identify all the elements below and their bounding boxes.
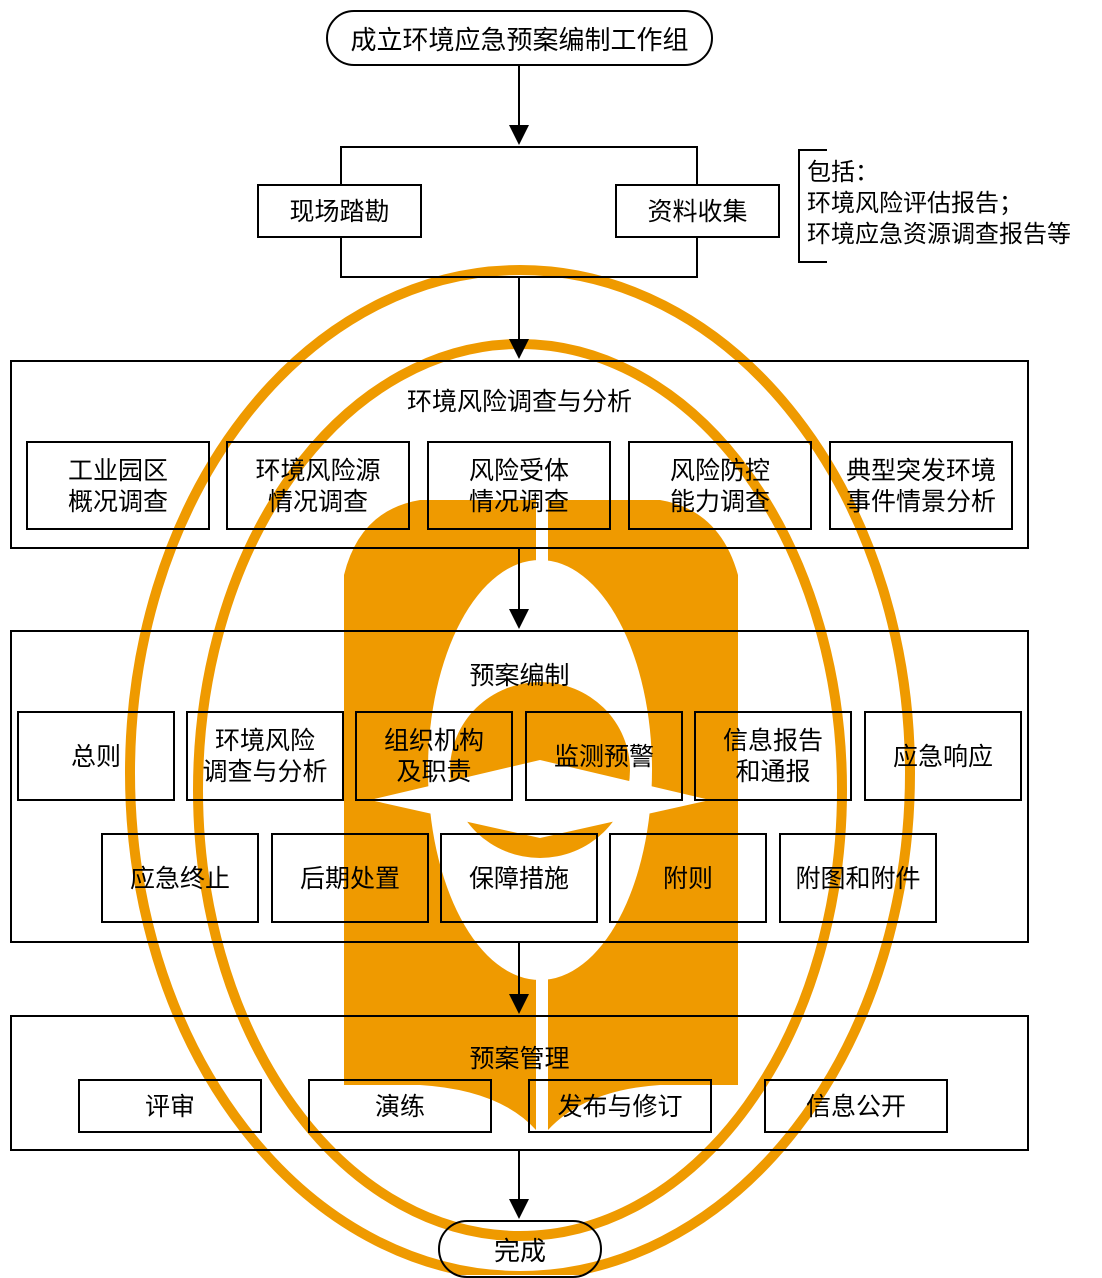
plan-item: 附图和附件 [779,833,937,923]
plan-item-label: 附则 [662,863,713,893]
plan-management-section: 预案管理 [10,1015,1029,1151]
plan-item: 监测预警 [525,711,683,801]
data-collection-box: 资料收集 [615,184,780,238]
plan-item-label: 应急终止 [129,863,230,893]
data-collection-note: 包括： 环境风险评估报告； 环境应急资源调查报告等 [807,158,1071,248]
risk-item: 环境风险源 情况调查 [226,441,410,530]
risk-analysis-title: 环境风险调查与分析 [406,387,632,416]
plan-item: 组织机构 及职责 [355,711,513,801]
plan-item: 应急终止 [101,833,259,923]
plan-item-label: 保障措施 [468,863,569,893]
site-survey-label: 现场踏勘 [289,196,390,226]
plan-item-label: 应急响应 [892,741,993,771]
plan-management-title: 预案管理 [469,1044,570,1073]
plan-compilation-section: 预案编制 [10,630,1029,943]
risk-item-label: 工业园区 概况调查 [67,455,168,516]
mgmt-item: 信息公开 [764,1079,948,1133]
risk-item-label: 风险受体 情况调查 [468,455,569,516]
risk-item: 风险防控 能力调查 [628,441,812,530]
plan-item-label: 环境风险 调查与分析 [202,726,328,786]
risk-item-label: 风险防控 能力调查 [669,455,770,516]
plan-item-label: 总则 [70,741,121,771]
risk-analysis-section: 环境风险调查与分析 [10,360,1029,549]
plan-compilation-title: 预案编制 [469,661,570,690]
mgmt-item: 评审 [78,1079,262,1133]
plan-item-label: 组织机构 及职责 [383,726,484,786]
plan-item: 应急响应 [864,711,1022,801]
plan-item: 环境风险 调查与分析 [186,711,344,801]
plan-item-label: 信息报告 和通报 [722,726,823,786]
plan-item-label: 监测预警 [553,741,654,771]
risk-item: 典型突发环境 事件情景分析 [829,441,1013,530]
end-label: 完成 [493,1236,546,1267]
plan-item: 总则 [17,711,175,801]
risk-item: 风险受体 情况调查 [427,441,611,530]
risk-item: 工业园区 概况调查 [26,441,210,530]
mgmt-item-label: 评审 [144,1091,195,1121]
plan-item: 后期处置 [271,833,429,923]
risk-item-label: 典型突发环境 事件情景分析 [845,455,996,516]
plan-item: 保障措施 [440,833,598,923]
mgmt-item-label: 发布与修订 [557,1091,683,1121]
mgmt-item: 发布与修订 [528,1079,712,1133]
start-node: 成立环境应急预案编制工作组 [326,10,713,66]
end-node: 完成 [438,1220,602,1278]
plan-item: 附则 [609,833,767,923]
start-label: 成立环境应急预案编制工作组 [350,25,689,56]
mgmt-item: 演练 [308,1079,492,1133]
plan-item: 信息报告 和通报 [694,711,852,801]
mgmt-item-label: 演练 [374,1091,425,1121]
mgmt-item-label: 信息公开 [805,1091,906,1121]
plan-item-label: 后期处置 [299,863,400,893]
data-collection-label: 资料收集 [647,196,748,226]
site-survey-box: 现场踏勘 [257,184,422,238]
plan-item-label: 附图和附件 [795,863,921,893]
risk-item-label: 环境风险源 情况调查 [255,455,381,516]
